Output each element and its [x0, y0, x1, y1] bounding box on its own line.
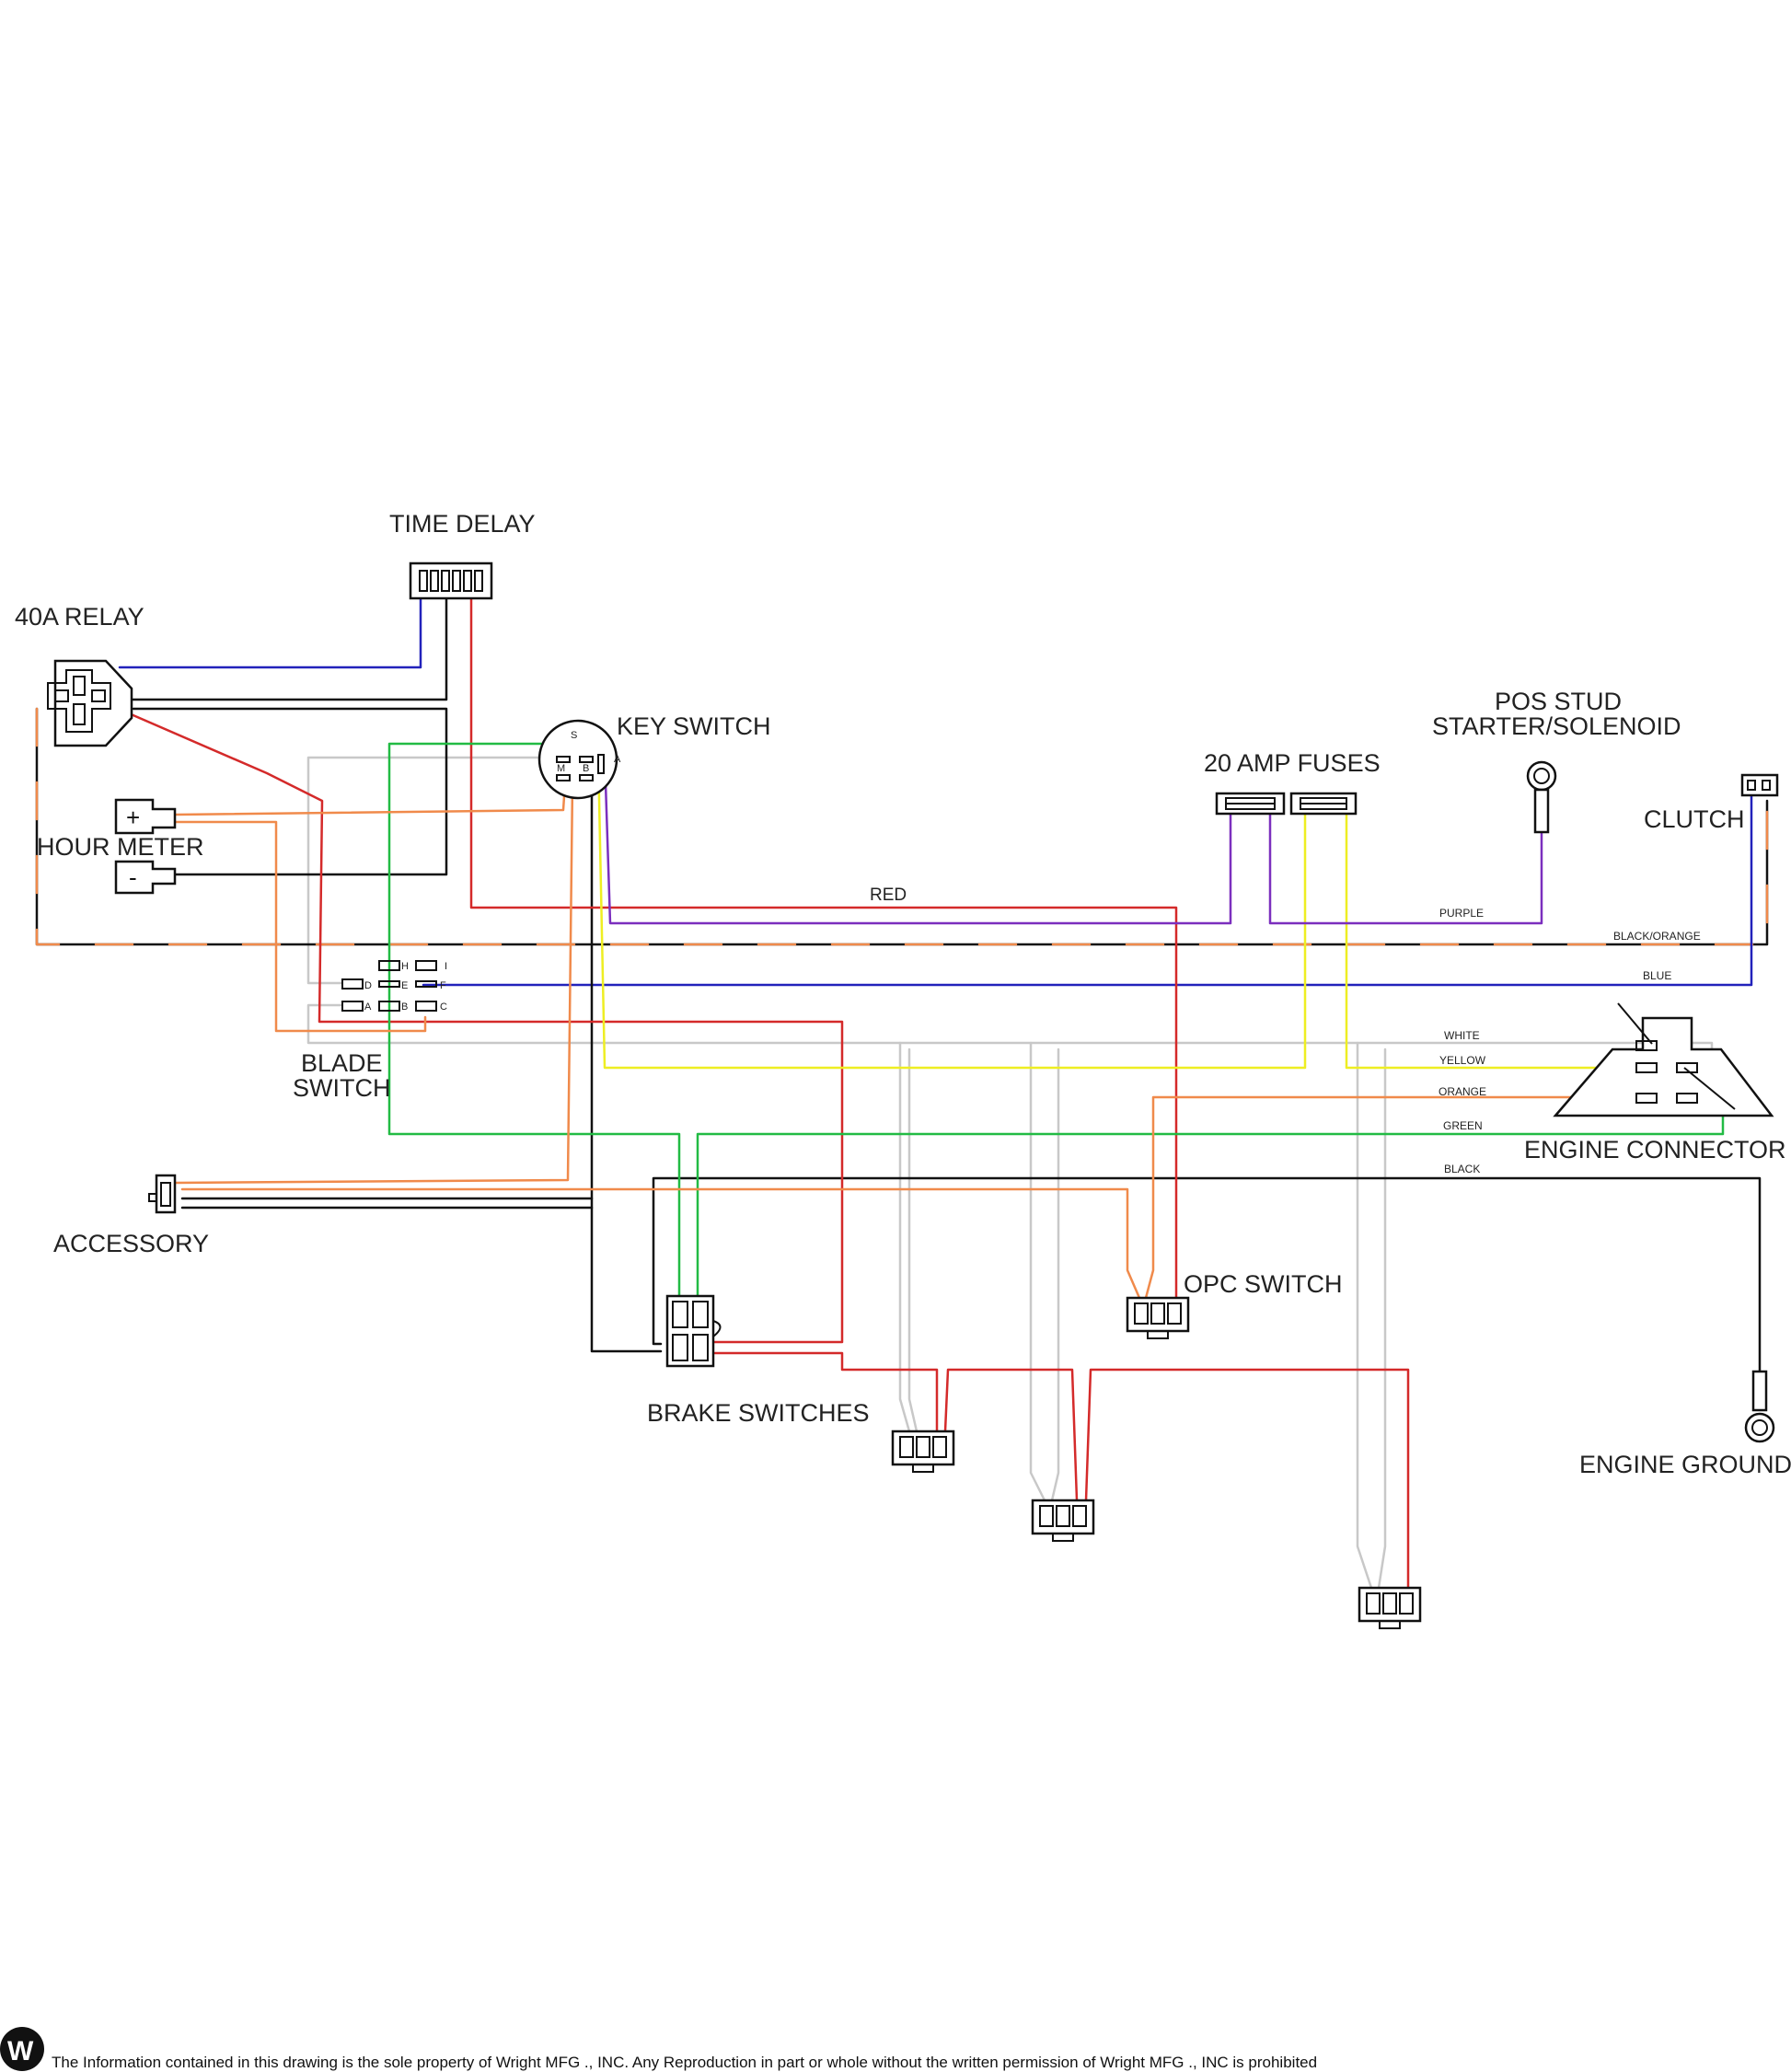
opc-switch[interactable] — [1126, 1296, 1190, 1339]
wire-white-drop-3 — [1029, 1041, 1046, 1502]
wire-orange-meter-key — [173, 781, 567, 816]
wright-logo: W — [0, 2027, 44, 2071]
label-opc-switch: OPC SWITCH — [1184, 1270, 1343, 1298]
wire-label-green: GREEN — [1443, 1119, 1483, 1132]
brake-switch-main[interactable] — [665, 1294, 722, 1368]
wire-black-orange — [35, 707, 1769, 946]
label-brake-switches: BRAKE SWITCHES — [647, 1399, 870, 1427]
time-delay[interactable] — [409, 561, 493, 600]
wires — [35, 596, 1769, 1590]
wire-white-blade-loop — [306, 756, 563, 985]
blade-pin-i: I — [445, 961, 447, 972]
label-time-delay: TIME DELAY — [389, 510, 536, 538]
engine-connector[interactable] — [1553, 1002, 1774, 1117]
hour-meter-plus-sign: + — [126, 804, 140, 831]
wire-white-drop-4 — [1050, 1048, 1060, 1502]
wire-label-black-orange: BLACK/ORANGE — [1613, 930, 1701, 943]
wire-white-drop-1 — [898, 1041, 911, 1433]
wire-white-drop-5 — [1356, 1041, 1373, 1590]
wire-purple-fuse-stud — [1268, 808, 1543, 925]
wire-label-white: WHITE — [1444, 1029, 1480, 1042]
wire-black-relay-meter — [132, 707, 448, 876]
label-starter-solenoid: STARTER/SOLENOID — [1432, 712, 1681, 740]
wright-logo-letter: W — [7, 2036, 34, 2066]
wire-red-brake-2 — [943, 1368, 1079, 1502]
wire-label-purple: PURPLE — [1439, 907, 1484, 920]
clutch-connector[interactable] — [1740, 773, 1779, 797]
wire-label-yellow: YELLOW — [1439, 1054, 1486, 1067]
key-pin-m: M — [557, 763, 565, 774]
fuse-1[interactable] — [1215, 792, 1286, 816]
wire-yellow-key-fuse — [596, 753, 1307, 1070]
hour-meter-plus[interactable]: + — [114, 798, 177, 835]
blade-pin-d: D — [364, 980, 372, 991]
wire-red-delay-opc — [469, 596, 1178, 1300]
wire-yellow-fuse-engine — [1345, 808, 1645, 1070]
label-pos-stud: POS STUD — [1495, 688, 1622, 715]
label-accessory: ACCESSORY — [53, 1230, 209, 1257]
label-fuses: 20 AMP FUSES — [1204, 749, 1381, 777]
wire-white-drop-6 — [1377, 1048, 1387, 1590]
key-switch[interactable]: S M B A — [537, 719, 621, 800]
wire-white-blade-bottom — [306, 1003, 1714, 1070]
wire-black-orange-stripe — [35, 707, 1769, 946]
label-relay: 40A RELAY — [15, 603, 144, 631]
blade-pin-e: E — [401, 980, 408, 991]
wire-black-ground — [652, 1176, 1762, 1373]
blade-pin-b: B — [401, 1001, 408, 1013]
wire-red-brake-3 — [1084, 1368, 1410, 1590]
blade-pin-h: H — [401, 961, 409, 972]
hour-meter-minus-sign: - — [129, 863, 137, 891]
wire-blue-relay-delay — [118, 596, 422, 669]
wire-orange-blade-meter — [173, 820, 427, 1033]
wire-orange-key-accessory — [173, 781, 574, 1185]
footer-notice: The Information contained in this drawin… — [52, 2054, 1317, 2071]
relay-40a[interactable] — [47, 659, 133, 747]
wire-red-brake-out — [711, 1351, 939, 1433]
key-pin-s: S — [571, 730, 577, 741]
accessory-connector[interactable] — [148, 1174, 177, 1214]
wire-label-black: BLACK — [1444, 1163, 1480, 1175]
blade-pin-a: A — [364, 1001, 372, 1013]
wire-label-red: RED — [870, 886, 907, 905]
label-hour-meter: HOUR METER — [37, 833, 204, 861]
blade-pin-c: C — [440, 1001, 447, 1013]
label-clutch: CLUTCH — [1644, 805, 1745, 833]
key-pin-a: A — [614, 754, 621, 765]
brake-switch-connector-2[interactable] — [1031, 1499, 1095, 1542]
label-engine-connector: ENGINE CONNECTOR — [1524, 1136, 1786, 1163]
pos-stud-terminal[interactable] — [1526, 760, 1557, 834]
wire-white-drop-2 — [907, 1048, 919, 1433]
wire-label-orange: ORANGE — [1439, 1085, 1486, 1098]
label-key-switch: KEY SWITCH — [617, 712, 771, 740]
hour-meter-minus[interactable]: - — [114, 860, 177, 895]
key-pin-b: B — [583, 763, 589, 774]
wire-black-key-brake — [590, 781, 663, 1353]
label-engine-ground: ENGINE GROUND — [1579, 1451, 1791, 1478]
wire-blue-blade-clutch — [422, 785, 1753, 987]
fuse-2[interactable] — [1289, 792, 1358, 816]
blade-pin-f: F — [440, 980, 446, 991]
wire-label-blue: BLUE — [1643, 969, 1671, 982]
wire-purple-key — [603, 753, 1232, 925]
label-blade: BLADE — [301, 1049, 383, 1077]
brake-switch-connector-3[interactable] — [1358, 1586, 1422, 1629]
brake-switch-connector-1[interactable] — [891, 1430, 955, 1473]
wire-orange-accessory-opc — [180, 1187, 1141, 1300]
wire-red-relay-blade — [127, 712, 844, 1344]
wire-orange-engine-opc — [1144, 1095, 1640, 1300]
wire-black-relay-delay — [118, 596, 448, 701]
label-switch: SWITCH — [293, 1074, 390, 1102]
engine-ground-terminal[interactable] — [1744, 1370, 1775, 1443]
blade-switch[interactable]: H I D E F A B C — [341, 960, 447, 1013]
